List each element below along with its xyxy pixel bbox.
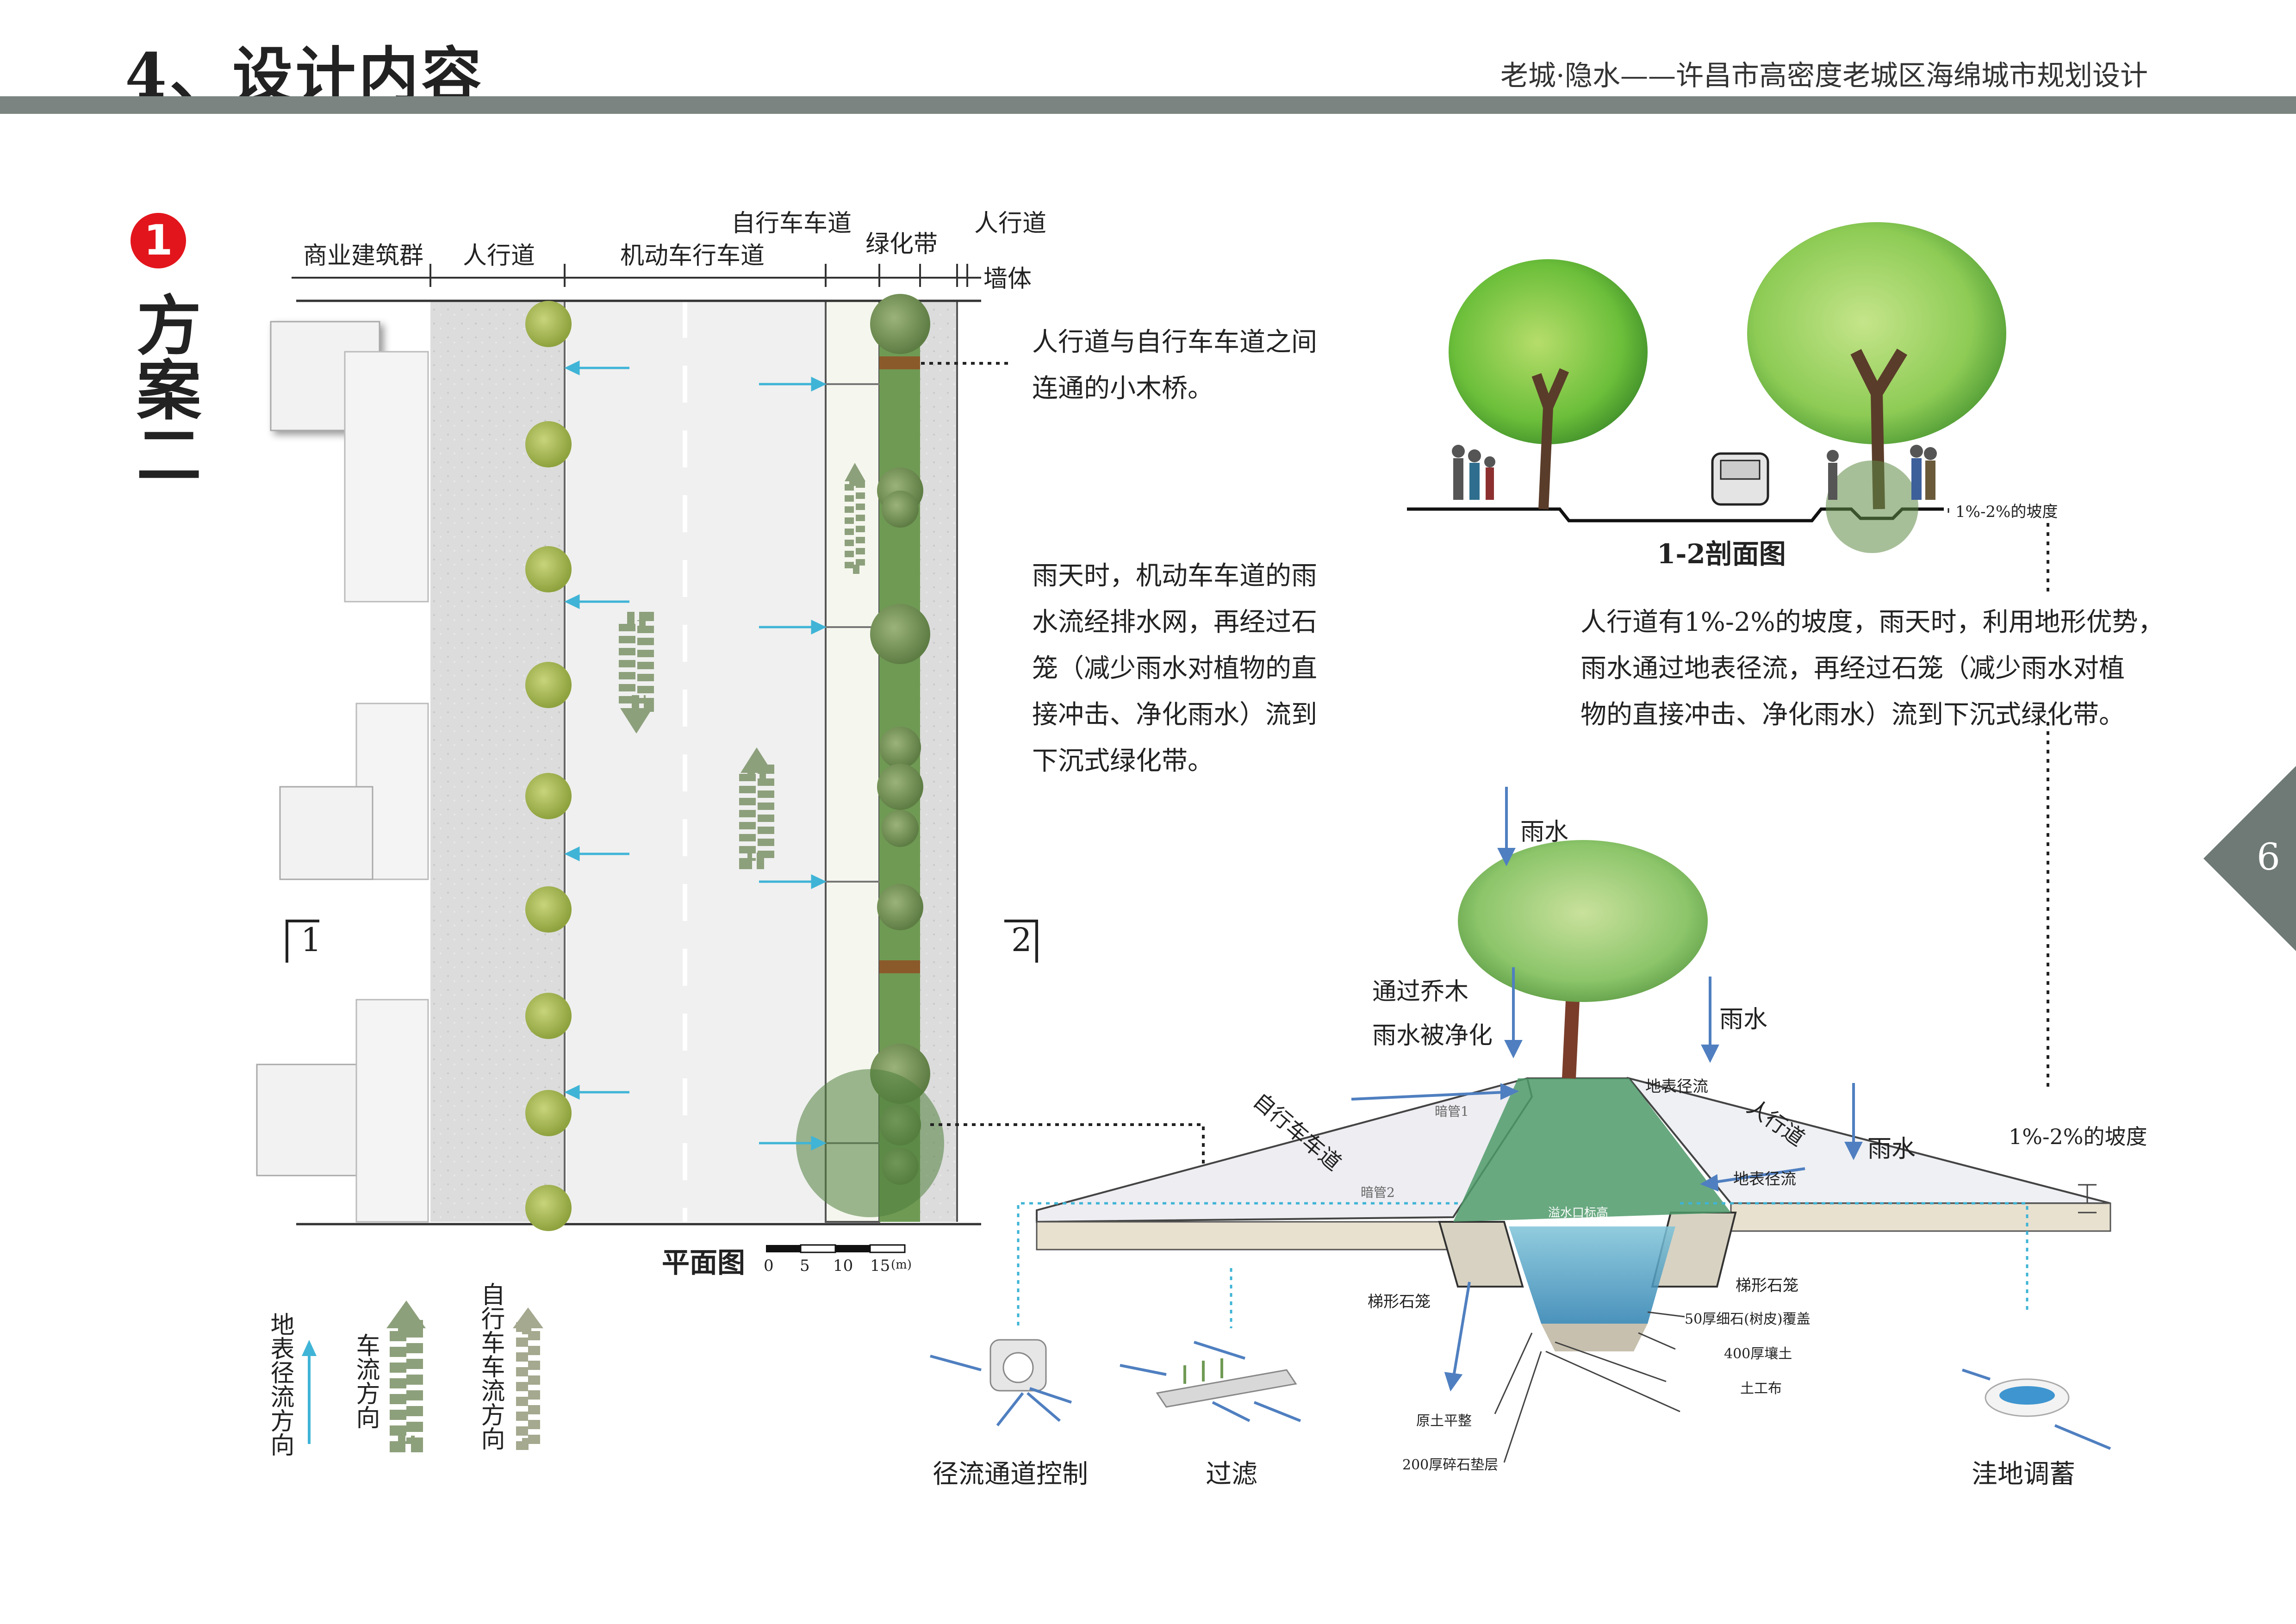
page-tab[interactable]: 6 <box>2203 766 2296 951</box>
zone-label-green-belt: 绿化带 <box>865 230 938 258</box>
scale-bar <box>766 1244 906 1253</box>
layer-loam: 400厚壤土 <box>1724 1346 1792 1362</box>
scale-tick-0: 0 <box>764 1257 774 1275</box>
legend-bike-text: 自行车车流方向 <box>477 1282 504 1450</box>
note-rain-line: 笼（减少雨水对植物的直 <box>1032 653 1317 684</box>
detail-pipe1-label: 暗管1 <box>1435 1104 1469 1119</box>
note-bridge: 人行道与自行车车道之间 连通的小木桥。 <box>1032 319 1317 412</box>
section-slope-label: 1%-2%的坡度 <box>1955 503 2058 521</box>
function-control-label: 径流通道控制 <box>933 1459 1088 1489</box>
detail-tree-note-2: 雨水被净化 <box>1372 1022 1493 1050</box>
section-mark-1: 1 <box>301 921 322 959</box>
note-slope-line: 人行道有1%-2%的坡度，雨天时，利用地形优势， <box>1580 607 2164 637</box>
detail-gabion-right: 梯形石笼 <box>1736 1276 1798 1295</box>
legend-bike-label: 自行车车流方向 <box>477 1282 504 1456</box>
scale-tick-10: 10 <box>833 1257 853 1275</box>
note-bridge-line: 人行道与自行车车道之间 <box>1032 327 1317 357</box>
wood-bridge <box>879 960 920 973</box>
note-bridge-line: 连通的小木桥。 <box>1032 373 1213 404</box>
note-slope-line: 雨水通过地表径流，再经过石笼（减少雨水对植 <box>1580 653 2125 684</box>
scheme-label-text: 方案二 <box>125 292 201 486</box>
legend-runoff-text: 地表径流方向 <box>266 1312 294 1456</box>
note-slope: 人行道有1%-2%的坡度，雨天时，利用地形优势， 雨水通过地表径流，再经过石笼（… <box>1580 599 2164 738</box>
commercial-buildings <box>256 321 429 1223</box>
header-band <box>0 96 2296 114</box>
note-rain-line: 下沉式绿化带。 <box>1032 746 1213 776</box>
project-subtitle: 老城·隐水——许昌市高密度老城区海绵城市规划设计 <box>1500 60 2148 92</box>
note-slope-line: 物的直接冲击、净化雨水）流到下沉式绿化带。 <box>1580 700 2125 730</box>
detail-runoff-label: 地表径流 <box>1645 1077 1708 1096</box>
detail-slope-label: 1%-2%的坡度 <box>2009 1124 2147 1149</box>
scale-unit: (m) <box>891 1258 912 1272</box>
wood-bridge <box>879 356 920 369</box>
note-rain-line: 水流经排水网，再经过石 <box>1032 607 1317 637</box>
detail-pipe2-label: 暗管2 <box>1361 1185 1395 1200</box>
traffic-arrows <box>619 463 865 869</box>
legend-traffic-label: 车流方向 <box>352 1333 380 1435</box>
scheme-label: 方案二 <box>125 292 201 498</box>
page-number: 6 <box>2257 835 2280 878</box>
scheme-badge: 1 <box>131 213 186 268</box>
legend-traffic-text: 车流方向 <box>352 1333 380 1429</box>
page-tab-shape <box>2203 766 2296 951</box>
zone-label-sidewalk2: 人行道 <box>974 210 1047 237</box>
plan-title: 平面图 <box>662 1247 745 1279</box>
motor-lane <box>566 301 826 1222</box>
note-rain-line: 接冲击、净化雨水）流到 <box>1032 700 1317 730</box>
section-mark-2: 2 <box>1011 921 1032 959</box>
street-trees <box>525 301 572 1231</box>
note-rain-line: 雨天时，机动车车道的雨 <box>1032 561 1317 591</box>
detail-tree-note-1: 通过乔木 <box>1372 978 1469 1006</box>
detail-rain-label-2: 雨水 <box>1719 1006 1768 1033</box>
section-title: 1-2剖面图 <box>1657 538 1786 570</box>
zone-label-sidewalk: 人行道 <box>463 242 535 270</box>
note-rain: 雨天时，机动车车道的雨 水流经排水网，再经过石 笼（减少雨水对植物的直 接冲击、… <box>1032 553 1317 784</box>
scale-tick-5: 5 <box>800 1257 810 1275</box>
detail-runoff-label-2: 地表径流 <box>1733 1170 1796 1188</box>
zone-label-wall: 墙体 <box>983 265 1032 293</box>
zone-label-motor-lane: 机动车行车道 <box>620 242 765 270</box>
layer-fine-gravel: 50厚细石(树皮)覆盖 <box>1685 1311 1811 1327</box>
highlight-circle <box>796 1069 944 1217</box>
layer-crushed-stone: 200厚碎石垫层 <box>1402 1457 1499 1473</box>
zone-label-bike-lane: 自行车车道 <box>731 210 852 237</box>
scale-tick-15: 15 <box>870 1257 890 1275</box>
detail-gabion-left: 梯形石笼 <box>1368 1293 1431 1311</box>
detail-rain-label-3: 雨水 <box>1867 1135 1916 1163</box>
legend-runoff-label: 地表径流方向 <box>266 1312 294 1462</box>
function-filter-label: 过滤 <box>1206 1459 1257 1489</box>
detail-overflow-label: 溢水口标高 <box>1548 1206 1609 1220</box>
bike-lane <box>825 300 880 1223</box>
function-storage-label: 洼地调蓄 <box>1972 1459 2075 1489</box>
zone-label-commercial: 商业建筑群 <box>303 242 424 270</box>
layer-native-soil: 原土平整 <box>1416 1413 1472 1429</box>
detail-rain-label: 雨水 <box>1520 818 1569 846</box>
layer-geotextile: 土工布 <box>1740 1381 1782 1397</box>
